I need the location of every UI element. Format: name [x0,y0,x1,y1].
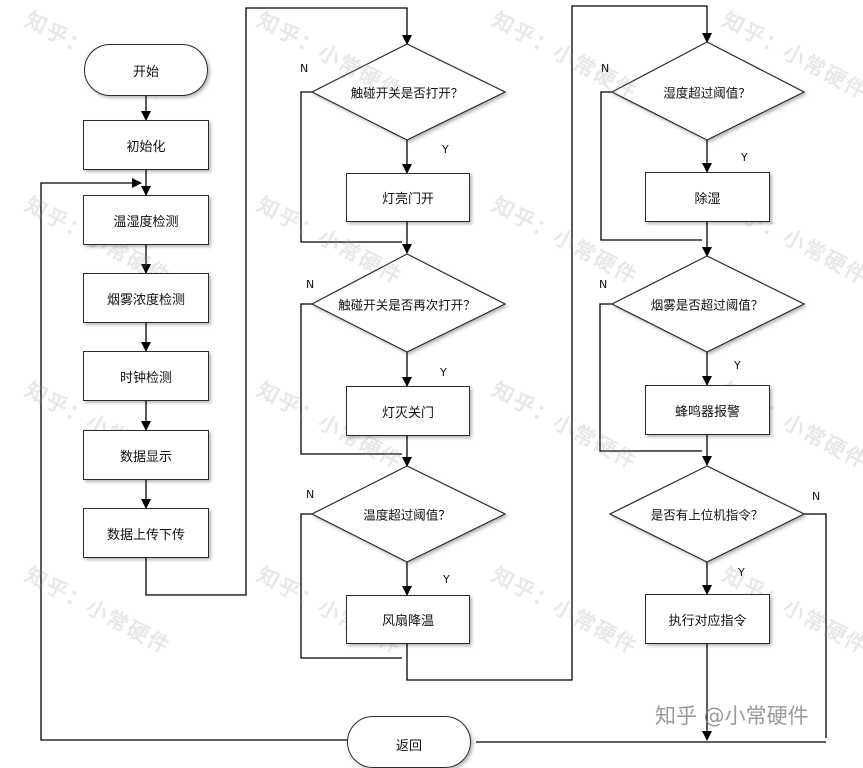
light-on-door-open-step: 灯亮门开 [346,173,470,222]
flowchart-connectors [40,5,827,743]
host-command-question: 是否有上位机指令？ [650,507,764,523]
data-transfer-step: 数据上传下传 [83,508,209,558]
no-label: N [599,278,608,291]
temp-threshold-question: 温度超过阈值？ [363,507,451,523]
no-label: N [306,278,315,291]
decision-smoke-threshold [610,255,806,353]
display-step: 数据显示 [83,430,209,480]
yes-label: Y [734,359,741,372]
yes-label: Y [738,566,745,579]
start-terminal: 开始 [84,44,208,96]
humidity-threshold-question: 湿度超过阈值？ [663,85,751,101]
dehumidify-step: 除湿 [645,172,770,222]
yes-label: Y [440,366,447,379]
touch-switch-question: 触碰开关是否打开？ [350,85,464,101]
smoke-detect-step: 烟雾浓度检测 [83,273,209,323]
return-terminal: 返回 [347,716,471,768]
execute-command-step: 执行对应指令 [645,594,770,644]
no-label: N [300,62,309,75]
init-step: 初始化 [83,120,209,170]
clock-detect-step: 时钟检测 [83,351,209,401]
yes-label: Y [442,143,449,156]
no-label: N [601,62,610,75]
decision-touch-switch-again [310,253,507,353]
touch-switch-again-question: 触碰开关是否再次打开？ [338,297,476,313]
buzzer-alarm-step: 蜂鸣器报警 [645,385,770,435]
smoke-threshold-question: 烟雾是否超过阈值？ [650,297,764,313]
decision-temp-threshold [310,465,507,563]
light-off-door-close-step: 灯灭关门 [346,386,470,436]
yes-label: Y [741,151,748,164]
fan-cool-step: 风扇降温 [346,595,470,644]
decision-touch-switch [310,43,507,141]
no-label: N [812,490,821,503]
temp-humidity-detect-step: 温湿度检测 [83,195,209,245]
no-label: N [306,488,315,501]
return-label: 返回 [395,739,422,754]
decision-humidity-threshold [610,41,806,141]
decision-host-command [608,465,806,563]
yes-label: Y [443,573,450,586]
brand-watermark: 知乎 @小常硬件 [655,704,809,728]
